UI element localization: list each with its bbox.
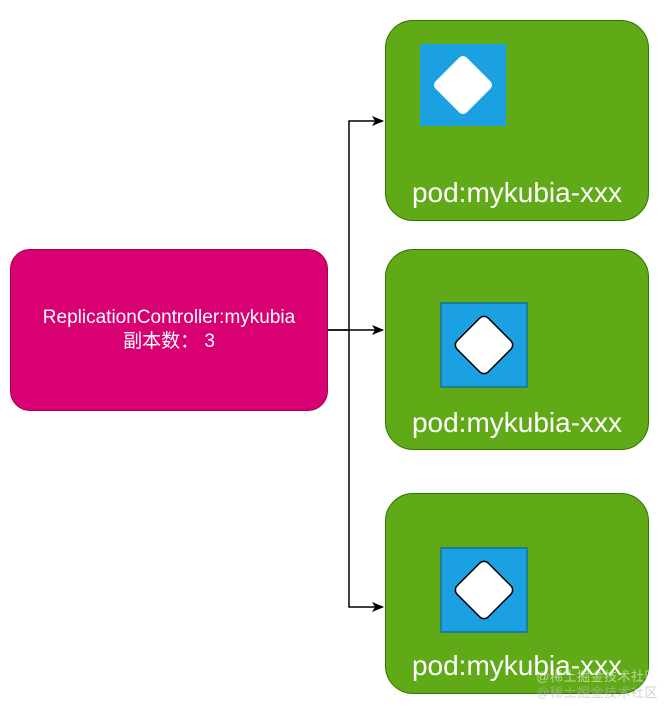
pod-label: pod:mykubia-xxx: [411, 177, 623, 208]
watermark-line-1: @稀土掘金技术社区: [536, 669, 658, 684]
replication-controller-box: ReplicationController:mykubia 副本数： 3: [10, 249, 328, 411]
pod-label: pod:mykubia-xxx: [411, 650, 623, 681]
pod-label: pod:mykubia-xxx: [411, 407, 623, 438]
connector-to-pod-3: [348, 330, 384, 612]
pod-diamond-icon: [440, 302, 528, 393]
watermark-line-2: @稀土掘金技术社区: [536, 685, 658, 700]
pod-box-1: pod:mykubia-xxx: [385, 20, 649, 221]
pod-box-3: pod:mykubia-xxx: [385, 493, 649, 694]
pod-diamond-icon: [440, 547, 528, 638]
controller-name: ReplicationController:mykubia: [42, 307, 296, 328]
pod-diamond-icon: [420, 44, 506, 131]
connector-to-pod-1: [328, 116, 384, 331]
watermark: @稀土掘金技术社区 @稀土掘金技术社区: [536, 669, 658, 701]
replica-count: 副本数： 3: [123, 331, 215, 352]
pod-box-2: pod:mykubia-xxx: [385, 249, 649, 450]
